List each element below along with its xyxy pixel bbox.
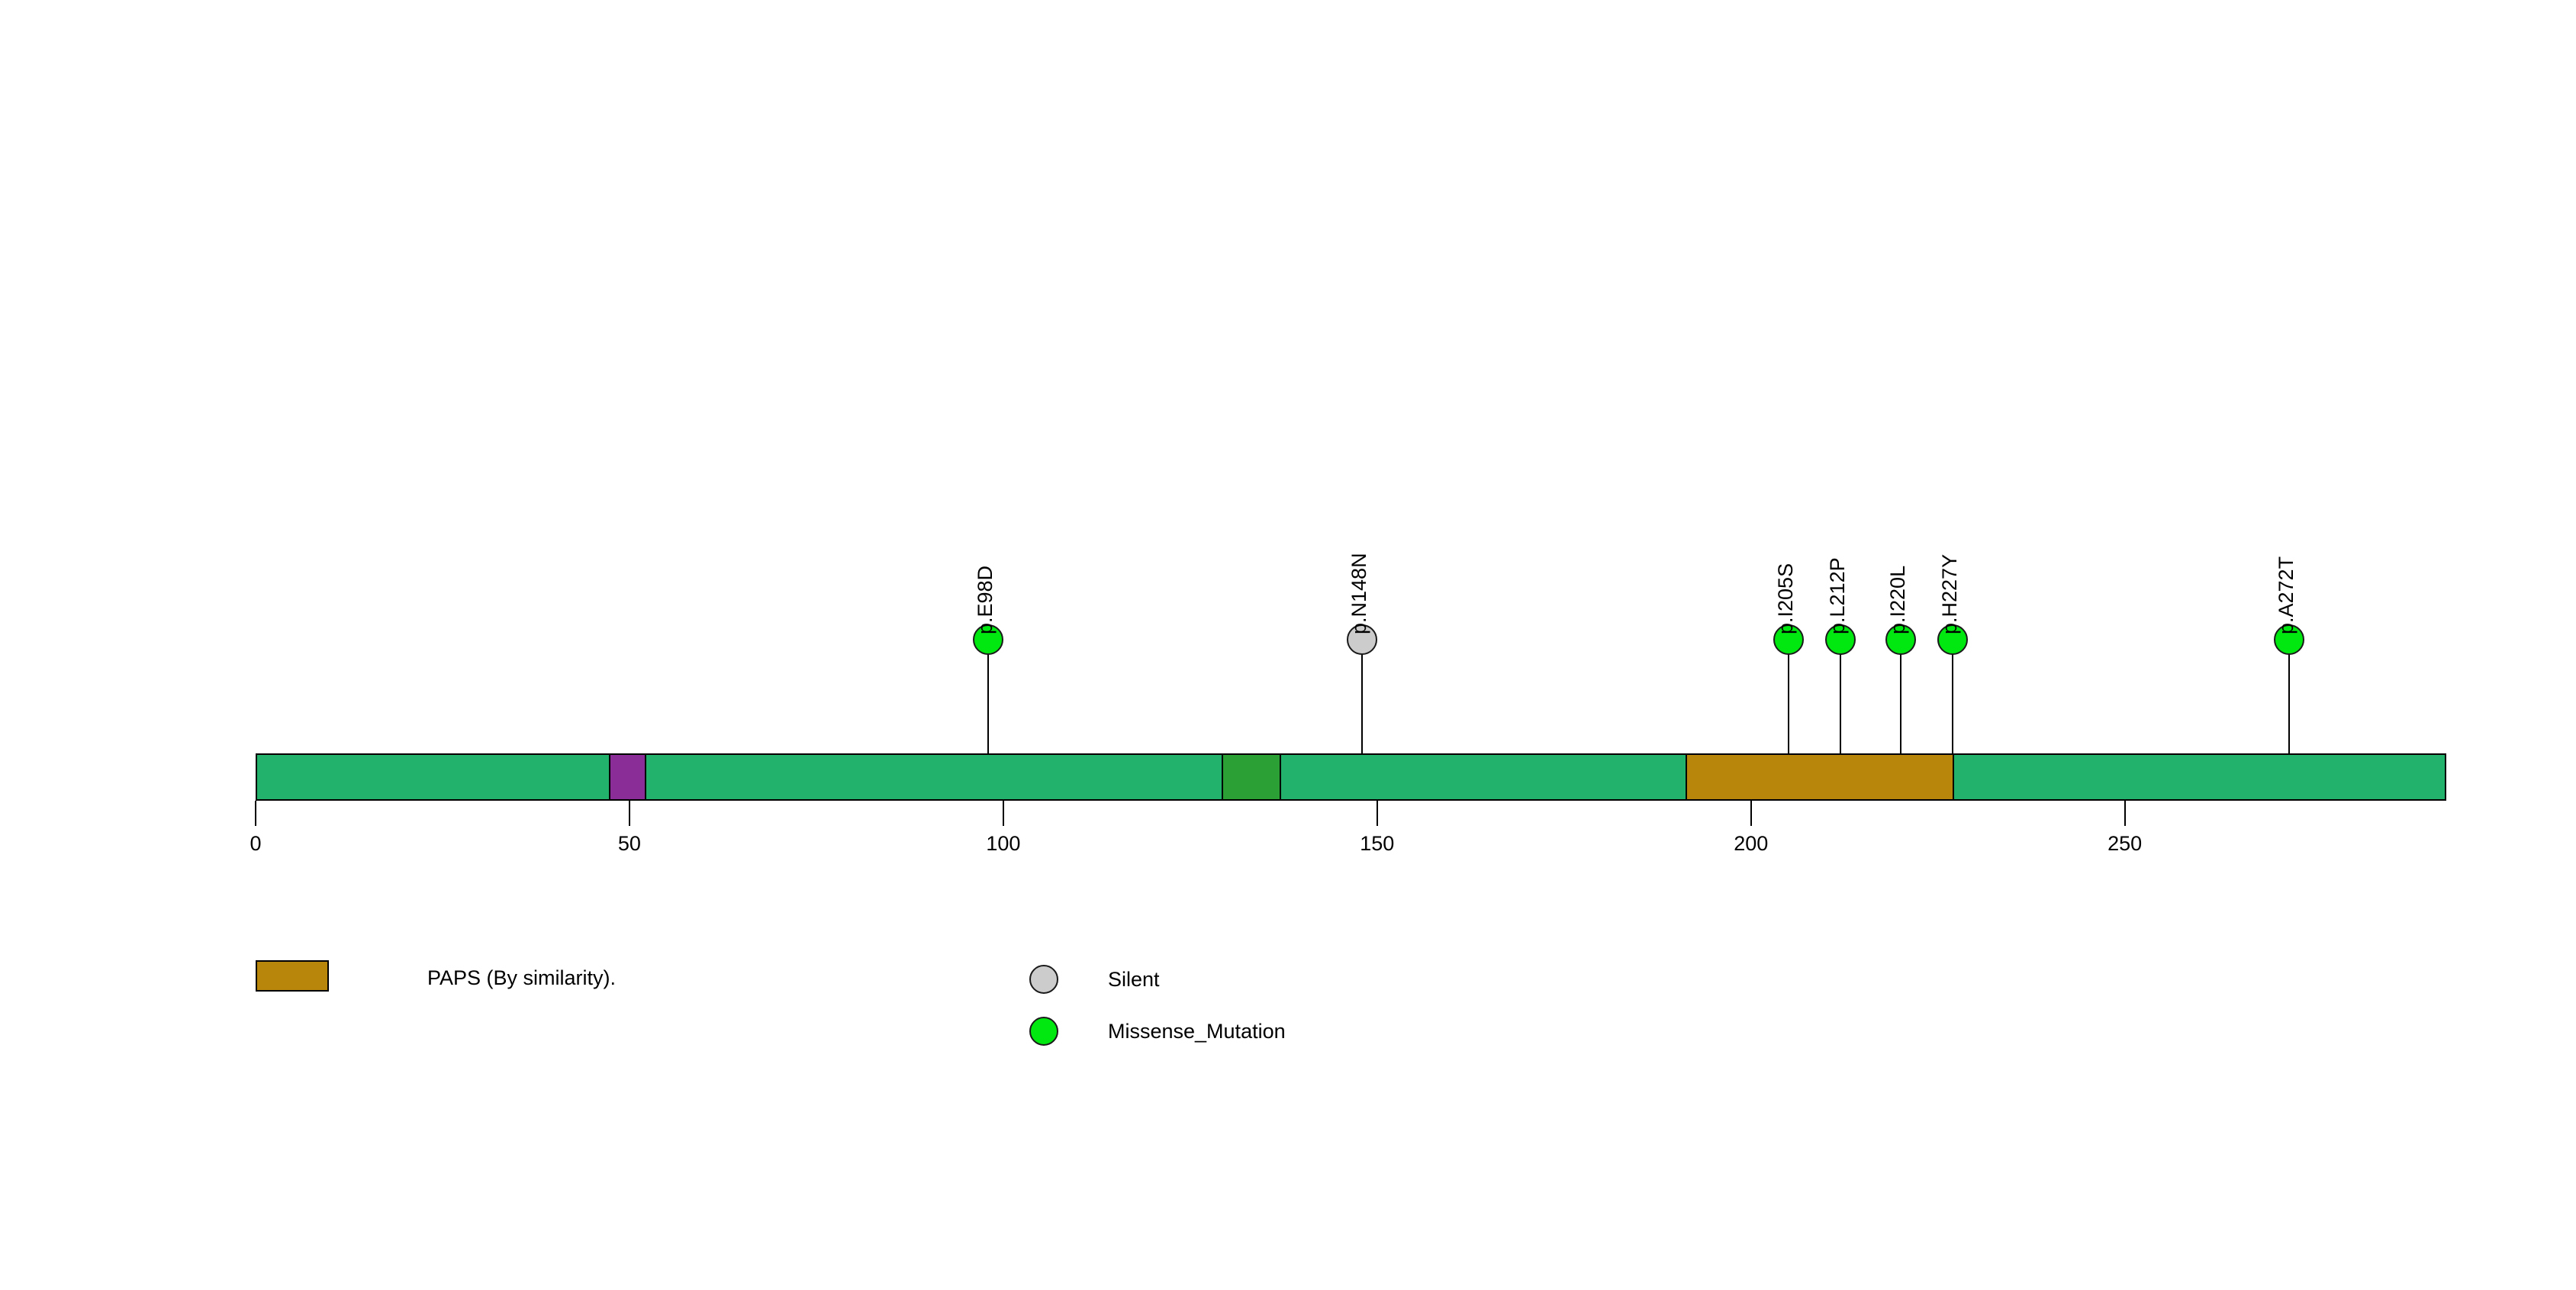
axis-tick-label-100: 100 [986,832,1021,855]
lollipop-stem-p.I220L [1899,640,1901,753]
lollipop-head-p.I220L[interactable] [1885,624,1916,655]
lollipop-head-p.A272T[interactable] [2274,624,2305,655]
lollipop-head-p.N148N[interactable] [1347,624,1378,655]
axis-tick-0 [255,801,256,826]
lollipop-label-p.E98D: p.E98D [974,565,997,634]
protein-segment-paps-domain [1685,755,1955,799]
mutation-legend-label-Missense_Mutation: Missense_Mutation [1108,1020,1286,1043]
lollipop-stem-p.I205S [1787,640,1789,753]
lollipop-stem-p.H227Y [1952,640,1954,753]
axis-tick-150 [1376,801,1378,826]
lollipop-head-p.I205S[interactable] [1773,624,1804,655]
lollipop-stem-p.A272T [2288,640,2291,753]
lollipop-stem-p.E98D [987,640,990,753]
axis-tick-200 [1750,801,1752,826]
lollipop-head-p.H227Y[interactable] [1937,624,1969,655]
lollipop-label-p.N148N: p.N148N [1348,553,1371,634]
mutation-legend-swatch-Missense_Mutation [1029,1017,1058,1046]
protein-backbone-bar [256,753,2446,801]
axis-tick-label-0: 0 [250,832,262,855]
axis-tick-50 [628,801,630,826]
axis-tick-label-200: 200 [1734,832,1769,855]
protein-segment-backbone-mid-a [646,755,1222,799]
axis-tick-100 [1002,801,1004,826]
protein-segment-green-motif [1222,755,1282,799]
lollipop-label-p.I220L: p.I220L [1885,565,1909,634]
lollipop-head-p.L212P[interactable] [1825,624,1856,655]
lollipop-stem-p.N148N [1361,640,1364,753]
protein-segment-backbone-left [257,755,609,799]
lollipop-label-p.I205S: p.I205S [1773,563,1797,634]
lollipop-label-p.H227Y: p.H227Y [1938,553,1962,634]
protein-segment-purple-motif [608,755,646,799]
axis-tick-label-50: 50 [617,832,641,855]
lollipop-stem-p.L212P [1840,640,1842,753]
domain-legend-swatch [256,960,329,992]
mutation-legend-swatch-Silent [1029,965,1058,994]
protein-segment-backbone-mid-b [1281,755,1686,799]
lollipop-label-p.A272T: p.A272T [2275,556,2298,634]
protein-segment-backbone-right [1954,755,2445,799]
mutation-legend-label-Silent: Silent [1108,968,1160,991]
axis-tick-label-150: 150 [1360,832,1395,855]
lollipop-label-p.L212P: p.L212P [1826,557,1850,634]
lollipop-head-p.E98D[interactable] [973,624,1004,655]
axis-tick-label-250: 250 [2107,832,2143,855]
axis-tick-250 [2124,801,2126,826]
domain-legend-label: PAPS (By similarity). [427,966,617,989]
